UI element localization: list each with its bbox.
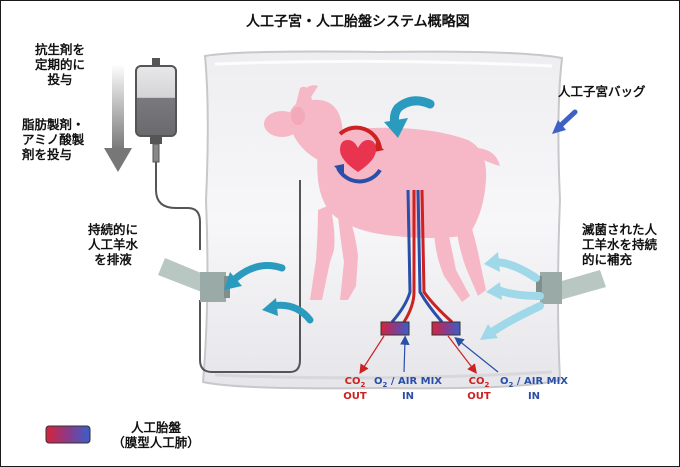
co2-out-label-left: CO2 OUT: [343, 376, 367, 402]
supply-label: 滅菌された人 工羊水を持続 的に補充: [582, 222, 658, 267]
drain-label: 持続的に 人工羊水 を排液: [87, 222, 138, 267]
gas-lines: [359, 335, 499, 375]
o2-air-in-label-right: O2 / AIR MIX IN: [499, 376, 569, 402]
drain-tube: [199, 180, 301, 373]
oxygenator-right: [431, 321, 461, 336]
co2-out-label-right: CO2 OUT: [467, 376, 491, 402]
drain-flow-arrows: [224, 262, 314, 324]
heart-icon: [334, 125, 384, 184]
antibiotics-label: 抗生剤を 定期的に 投与: [34, 42, 85, 87]
iv-tube: [155, 162, 201, 250]
bag-pointer-arrow: [552, 109, 578, 134]
supply-port: [536, 270, 606, 304]
flow-down-arrow: [104, 64, 132, 172]
supply-flow-arrows: [480, 252, 544, 340]
bag-label: 人工子宮バッグ: [558, 84, 646, 99]
curved-flow-arrow: [384, 96, 435, 138]
o2-air-in-label-left: O2 / AIR MIX IN: [373, 376, 443, 402]
legend-swatch: [45, 425, 91, 444]
legend-text: 人工胎盤 （膜型人工肺）: [112, 420, 200, 450]
nutrients-label: 脂肪製剤・ アミノ酸製 剤を投与: [22, 117, 85, 162]
diagram-title: 人工子宮・人工胎盤システム概略図: [246, 14, 470, 30]
iv-bag: [135, 58, 177, 163]
umbilical-vessels: [390, 189, 453, 324]
oxygenator-left: [380, 321, 410, 336]
